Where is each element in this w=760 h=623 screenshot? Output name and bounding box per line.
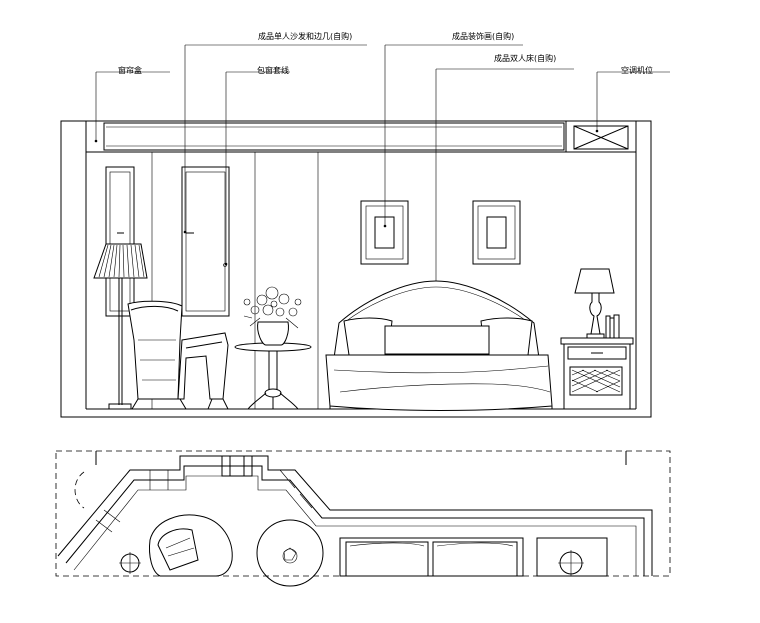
- plan-nightstand: [536, 537, 608, 577]
- window-panel-left: [105, 166, 135, 317]
- decorative-painting-right: [472, 200, 521, 265]
- plan-round-table: [256, 519, 324, 587]
- plan-floor-lamp: [119, 552, 141, 574]
- nightstand: [560, 337, 634, 410]
- label-sofa-side-table: 成品单人沙发和边几(自购): [258, 31, 352, 41]
- label-curtain-box: 窗帘盒: [118, 65, 142, 75]
- window-panel-right: [181, 166, 230, 317]
- curtain-box: [85, 120, 567, 153]
- floor-plan-partial: [55, 450, 671, 587]
- books: [605, 314, 620, 339]
- floor-lamp: [93, 243, 148, 410]
- label-double-bed: 成品双人床(自购): [494, 53, 556, 63]
- annotation-labels: 窗帘盒 成品单人沙发和边几(自购) 包窗套线 成品装饰画(自购) 成品双人床(自…: [118, 31, 653, 75]
- plan-armchair: [149, 514, 233, 577]
- ac-unit-slot: [565, 120, 637, 153]
- double-bed: [325, 280, 553, 411]
- plan-bedside-lamp: [558, 550, 584, 576]
- plan-bed: [339, 537, 524, 577]
- label-decorative-paintings: 成品装饰画(自购): [452, 31, 514, 41]
- label-ac-unit: 空调机位: [621, 65, 653, 75]
- side-table-with-flowers: [234, 286, 312, 410]
- decorative-painting-left: [360, 200, 409, 265]
- label-window-trim: 包窗套线: [257, 65, 289, 75]
- armchair: [127, 300, 229, 410]
- table-lamp: [574, 268, 615, 339]
